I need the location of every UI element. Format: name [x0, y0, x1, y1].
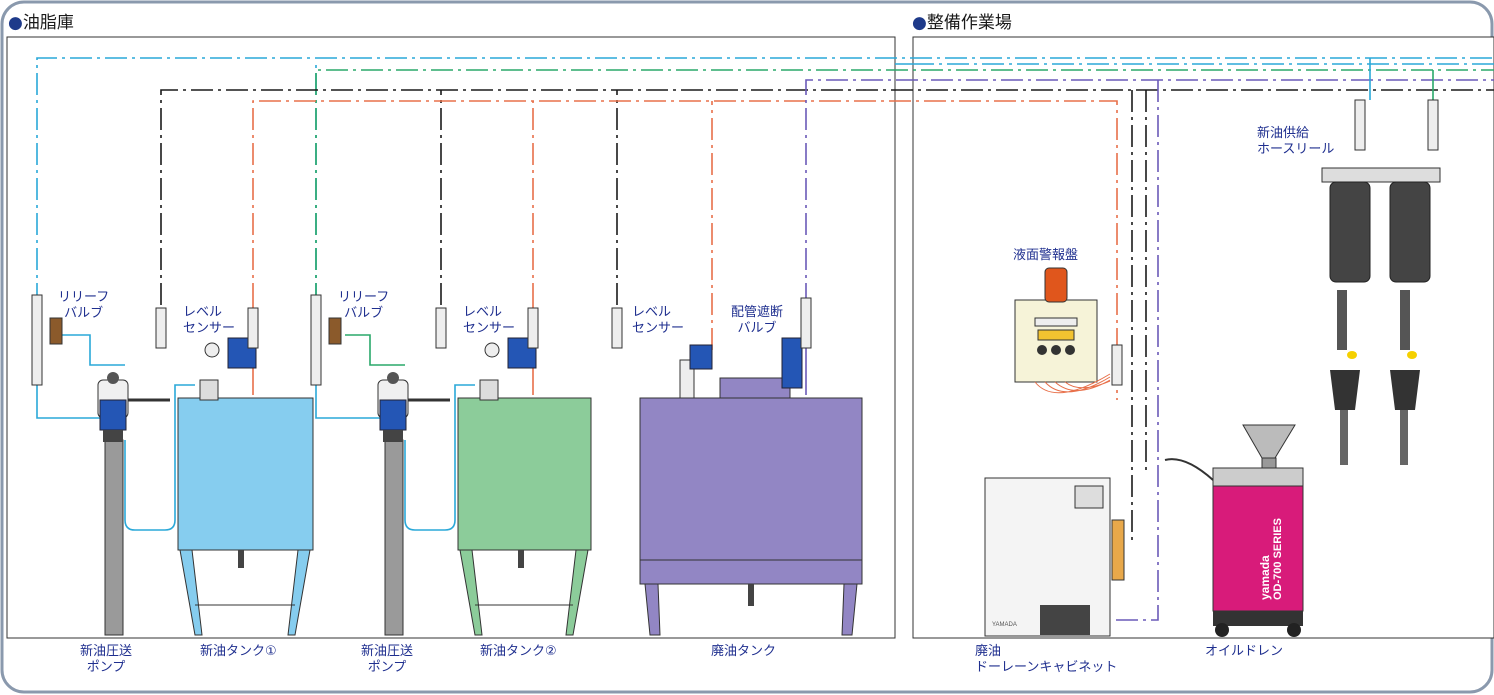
tank-2 — [457, 337, 592, 636]
pipe-green — [315, 69, 1494, 305]
drain-cabinet — [984, 477, 1125, 637]
pipe-lines — [36, 57, 1494, 621]
waste-tank — [639, 337, 863, 636]
sensor-2a — [435, 307, 447, 349]
sensor-4 — [1111, 344, 1123, 386]
sensor-3b — [800, 297, 812, 349]
sensor-3a — [611, 307, 623, 349]
relief-valve-1 — [31, 294, 63, 386]
oil-drain-brand: yamada OD-700 SERIES — [1258, 518, 1284, 600]
relief-valve-2 — [310, 294, 342, 386]
drain-cabinet-brand: YAMADA — [992, 622, 1017, 628]
shutoff-valve-label: 配管遮断バルブ — [731, 305, 784, 336]
waste-tank-label: 廃油タンク — [711, 644, 777, 659]
storage-section-title: ●油脂庫 — [8, 13, 74, 33]
tank-1-label: 新油タンク① — [200, 644, 277, 659]
pipe-black — [160, 89, 1494, 540]
relief-valve-2-label: リリーフバルブ — [338, 290, 390, 321]
level-sensor-2-label: レベルセンサー — [463, 305, 516, 336]
pipe-cyan — [36, 57, 1494, 305]
hose-reel-label: 新油供給ホースリール — [1257, 126, 1335, 157]
tank-2-label: 新油タンク② — [480, 644, 557, 659]
hose-reels — [1321, 99, 1441, 465]
level-sensor-3-label: レベルセンサー — [632, 305, 685, 336]
level-sensor-1-label: レベルセンサー — [183, 305, 236, 336]
pipe-orange — [252, 100, 1118, 400]
oil-drain — [1164, 424, 1304, 637]
pump-2 — [377, 372, 450, 636]
workshop-section-title: ●整備作業場 — [912, 13, 1012, 33]
alarm-panel-label: 液面警報盤 — [1013, 248, 1079, 263]
pipe-purple — [805, 79, 1494, 621]
sensor-1b — [247, 307, 259, 349]
pump-2-label: 新油圧送ポンプ — [361, 644, 414, 675]
sensor-2b — [527, 307, 539, 349]
alarm-panel — [1014, 267, 1111, 394]
pump-1-label: 新油圧送ポンプ — [80, 644, 133, 675]
relief-valve-1-label: リリーフバルブ — [58, 290, 110, 321]
sensor-1a — [155, 307, 167, 349]
oil-drain-label: オイルドレン — [1205, 644, 1284, 659]
pump-1 — [97, 372, 170, 636]
drain-cabinet-label: 廃油ドーレーンキャビネット — [975, 644, 1118, 675]
tank-1 — [177, 337, 314, 636]
